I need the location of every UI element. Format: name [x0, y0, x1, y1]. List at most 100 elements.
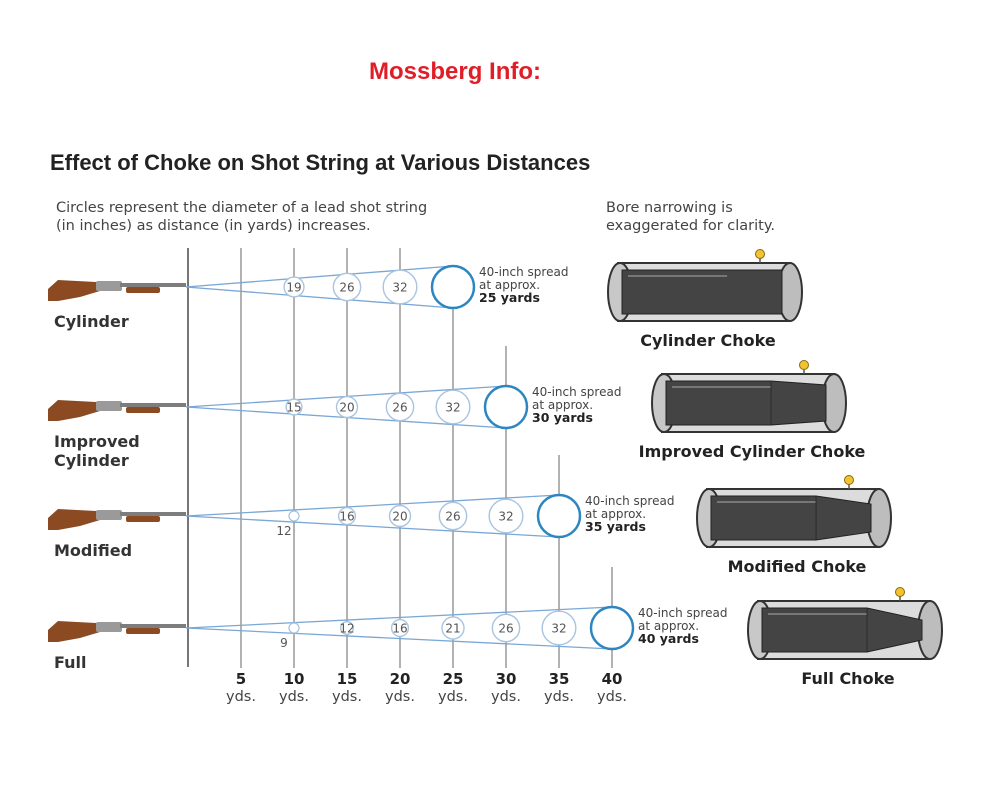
spread-text-line-3: 25 yards: [479, 290, 540, 305]
receiver-shape: [96, 401, 122, 411]
pattern-circle-35yd: [541, 610, 577, 646]
distance-label-20: 20: [390, 670, 411, 688]
stock-shape: [48, 509, 102, 530]
pattern-circle-30yd: [491, 613, 521, 643]
pattern-marker-label: 9: [280, 636, 288, 650]
distance-unit-20: yds.: [385, 689, 415, 705]
stock-shape: [48, 280, 102, 301]
forend-shape: [126, 287, 160, 293]
pattern-circle-25yd: [441, 616, 465, 640]
pattern-diameter-label: 26: [339, 281, 354, 295]
spread-line-top: [185, 606, 613, 629]
spread-line-top: [185, 494, 560, 517]
spread-text-line-3: 30 yards: [532, 410, 593, 425]
spread-text-line-1: 40-inch spread: [585, 494, 674, 508]
pattern-circle-20yd: [385, 392, 415, 422]
choke-tube-improved-cylinder: Improved Cylinder Choke: [639, 360, 866, 461]
bore-interior: [621, 269, 783, 315]
spread-text-line-1: 40-inch spread: [532, 385, 621, 399]
spread-text-line-2: at approx.: [479, 278, 540, 292]
pattern-circle-10yd: [283, 276, 305, 298]
forend-shape: [126, 407, 160, 413]
pattern-circle-20yd: [390, 618, 410, 638]
pattern-diameter-label: 32: [445, 401, 460, 415]
pattern-diameter-label: 20: [392, 510, 407, 524]
distance-unit-5: yds.: [226, 689, 256, 705]
pattern-diameter-label: 32: [551, 622, 566, 636]
distance-unit-25: yds.: [438, 689, 468, 705]
pattern-circle-15yd: [337, 506, 357, 526]
spread-text-line-2: at approx.: [532, 398, 593, 412]
choke-name-label: Cylinder: [54, 312, 129, 331]
choke-tube-label: Improved Cylinder Choke: [639, 442, 866, 461]
note-left-line-2: (in inches) as distance (in yards) incre…: [56, 218, 371, 234]
choke-name-label: Full: [54, 653, 87, 672]
pattern-diameter-label: 26: [445, 510, 460, 524]
pattern-diameter-label: 19: [286, 281, 301, 295]
spread-text-line-2: at approx.: [638, 619, 699, 633]
pattern-circle-35yd: [536, 493, 582, 539]
page-header: Mossberg Info:: [369, 58, 541, 85]
barrel-shape: [120, 624, 186, 628]
distance-label-35: 35: [549, 670, 570, 688]
distance-label-30: 30: [496, 670, 517, 688]
pattern-diameter-label: 20: [339, 401, 354, 415]
spread-line-top: [185, 265, 454, 288]
choke-tube-cylinder: Cylinder Choke: [607, 249, 803, 350]
pattern-circle-25yd: [430, 264, 476, 310]
pattern-circle-40yd: [589, 605, 635, 651]
stock-shape: [48, 400, 102, 421]
front-bead-icon: [799, 360, 809, 370]
receiver-shape: [96, 622, 122, 632]
front-bead-icon: [844, 475, 854, 485]
pattern-marker-label: 12: [276, 524, 291, 538]
barrel-shape: [120, 512, 186, 516]
barrel-shape: [120, 403, 186, 407]
distance-label-5: 5: [236, 670, 246, 688]
pattern-marker: [288, 510, 300, 522]
pattern-diameter-label: 21: [445, 622, 460, 636]
pattern-circle-15yd: [340, 621, 355, 636]
pattern-circle-20yd: [382, 269, 418, 305]
forend-shape: [126, 628, 160, 634]
note-left-line-1: Circles represent the diameter of a lead…: [56, 200, 427, 216]
pattern-circle-20yd: [388, 504, 412, 528]
pattern-diameter-label: 16: [392, 622, 407, 636]
distance-label-40: 40: [602, 670, 623, 688]
pattern-diameter-label: 32: [392, 281, 407, 295]
choke-tube-modified: Modified Choke: [696, 475, 892, 576]
pattern-diameter-label: 32: [498, 510, 513, 524]
receiver-shape: [96, 510, 122, 520]
note-right-line-1: Bore narrowing is: [606, 200, 733, 216]
spread-text-line-1: 40-inch spread: [479, 265, 568, 279]
distance-label-25: 25: [443, 670, 464, 688]
spread-text-line-3: 35 yards: [585, 519, 646, 534]
stock-shape: [48, 621, 102, 642]
choke-tube-label: Modified Choke: [728, 557, 867, 576]
pattern-marker: [288, 622, 300, 634]
choke-name-label: Improved: [54, 432, 140, 451]
distance-unit-40: yds.: [597, 689, 627, 705]
pattern-diameter-label: 15: [286, 401, 301, 415]
shotgun-icon: [48, 280, 186, 301]
pattern-circle-15yd: [332, 272, 362, 302]
note-right-line-2: exaggerated for clarity.: [606, 218, 775, 234]
choke-tube-label: Cylinder Choke: [640, 331, 776, 350]
shotgun-icon: [48, 621, 186, 642]
distance-unit-15: yds.: [332, 689, 362, 705]
spread-line-bottom: [185, 627, 613, 650]
shotgun-icon: [48, 400, 186, 421]
pattern-diameter-label: 26: [392, 401, 407, 415]
distance-unit-30: yds.: [491, 689, 521, 705]
distance-label-10: 10: [284, 670, 305, 688]
spread-text-line-3: 40 yards: [638, 631, 699, 646]
pattern-circle-10yd: [285, 398, 303, 416]
receiver-shape: [96, 281, 122, 291]
pattern-diameter-label: 16: [339, 510, 354, 524]
